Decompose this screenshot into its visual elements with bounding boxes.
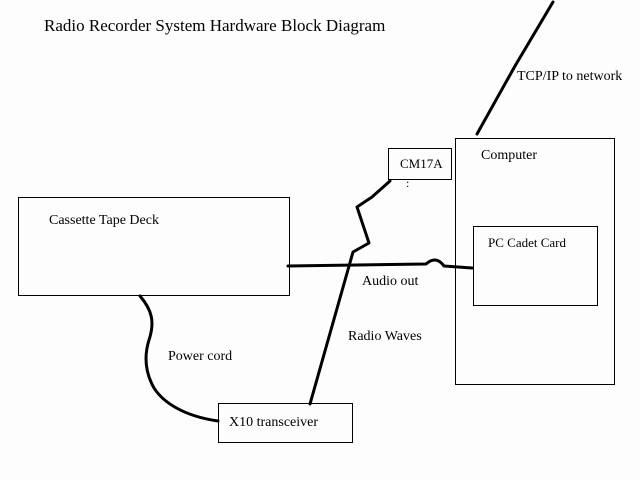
pc-cadet-card-box: PC Cadet Card [473,226,598,306]
computer-box: Computer PC Cadet Card [455,138,615,385]
tcpip-line [475,0,555,136]
x10-transceiver-box: X10 transceiver [218,403,353,443]
radio-waves-line [308,179,392,406]
audio-out-line [286,258,474,270]
pc-cadet-card-label: PC Cadet Card [488,235,566,250]
cm17a-label: CM17A [400,156,443,171]
audio-out-label: Audio out [362,274,419,289]
tcpip-to-network-label: TCP/IP to network [517,69,623,84]
x10-transceiver-label: X10 transceiver [229,415,319,430]
power-cord-label: Power cord [168,349,233,364]
cassette-tape-deck-box: Cassette Tape Deck [18,197,290,296]
cassette-tape-deck-label: Cassette Tape Deck [49,213,159,228]
cm17a-box: CM17A [388,148,452,180]
radio-waves-label: Radio Waves [348,329,422,344]
cm17a-tick-mark: : [406,176,410,190]
diagram-title: Radio Recorder System Hardware Block Dia… [44,16,386,35]
computer-label: Computer [481,148,537,163]
